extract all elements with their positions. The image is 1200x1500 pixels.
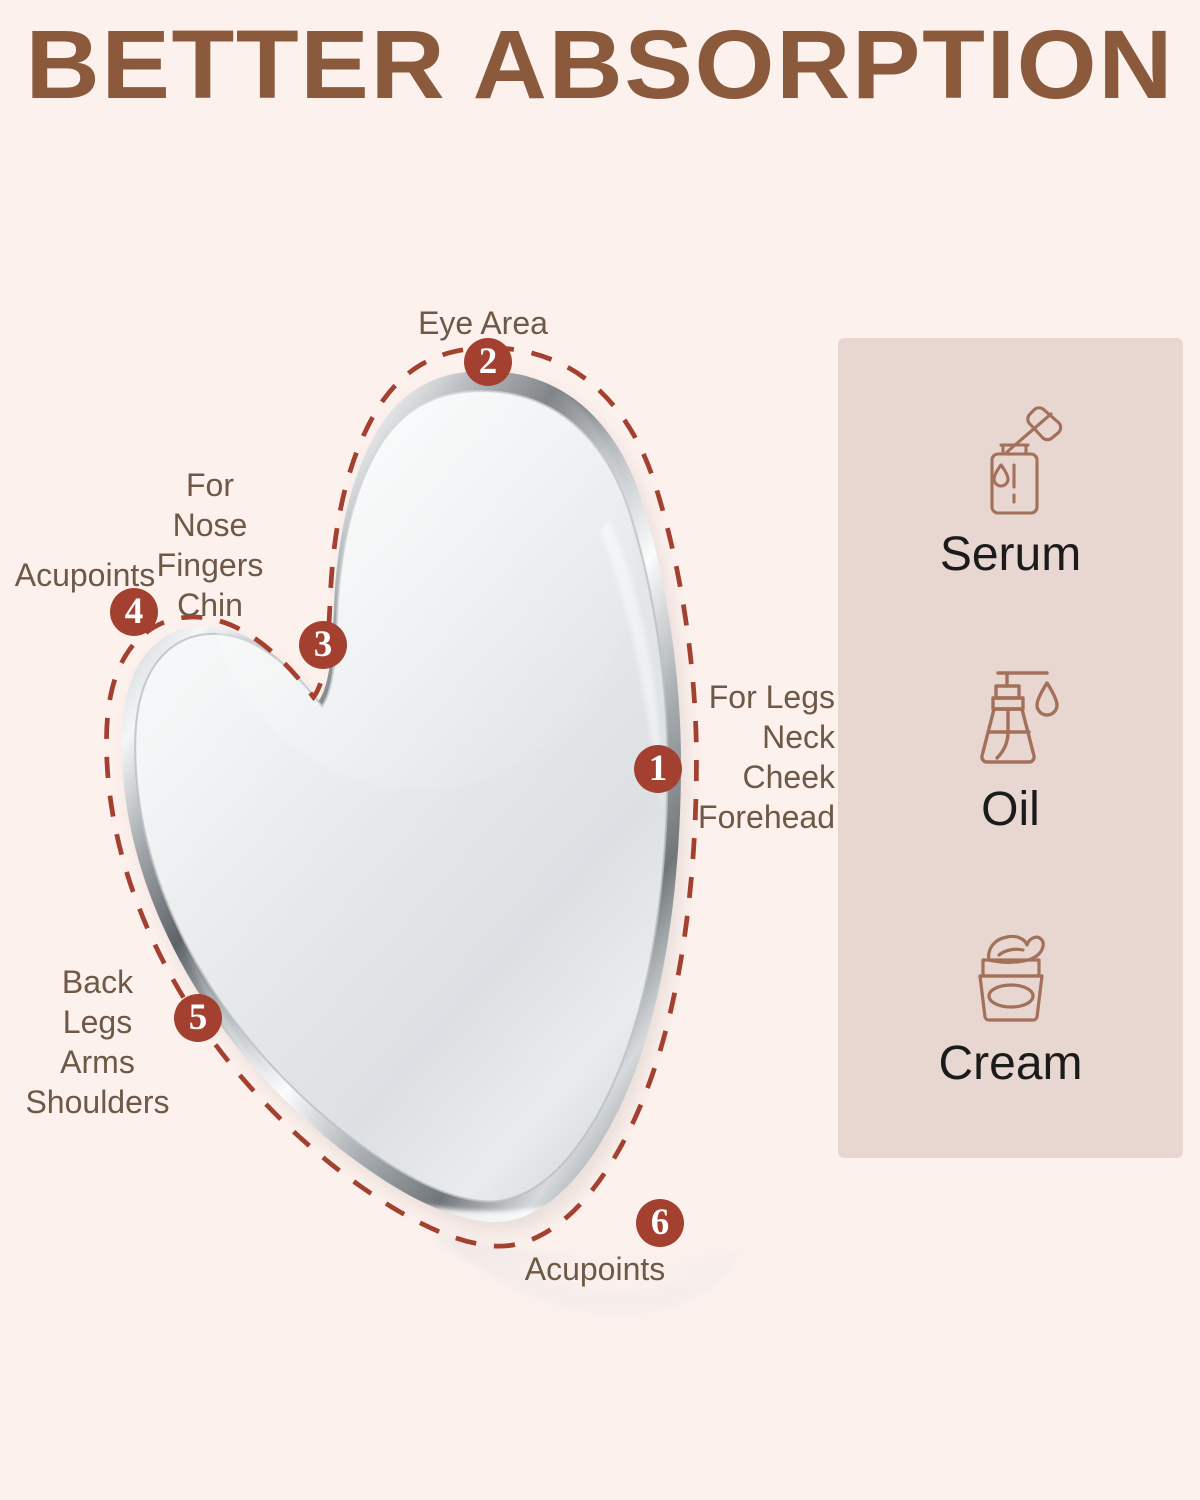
callout-line: Arms xyxy=(60,1044,135,1080)
callout-line: Eye Area xyxy=(418,305,548,341)
callout-line: Cheek xyxy=(742,759,836,795)
callout-line: For xyxy=(186,467,234,503)
marker-3: 3 xyxy=(299,621,347,669)
gua-sha-stone-illustration xyxy=(0,0,742,1314)
product-illustration-stage: Eye Area For Nose Fingers Chin Acupoints… xyxy=(0,0,835,1314)
callout-line: Back xyxy=(61,964,134,1000)
callout-back-legs-arms-shoulders: Back Legs Arms Shoulders xyxy=(0,962,195,1122)
feature-oil: Oil xyxy=(838,660,1183,837)
callout-line: Acupoints xyxy=(14,557,156,593)
callout-acupoints-left: Acupoints xyxy=(0,555,170,595)
marker-2: 2 xyxy=(464,338,512,386)
cream-jar-icon xyxy=(951,914,1071,1032)
callout-line: Shoulders xyxy=(25,1084,170,1120)
marker-6: 6 xyxy=(636,1199,684,1247)
callout-for-nose-fingers-chin: For Nose Fingers Chin xyxy=(85,465,335,625)
marker-4: 4 xyxy=(110,588,158,636)
marker-1: 1 xyxy=(634,745,682,793)
callout-line: Forehead xyxy=(698,799,835,835)
serum-dropper-bottle-icon xyxy=(951,405,1071,523)
page-title-text: BETTER ABSORPTION xyxy=(25,9,1175,119)
callout-line: Acupoints xyxy=(524,1251,666,1287)
marker-5: 5 xyxy=(174,994,222,1042)
feature-cream: Cream xyxy=(838,914,1183,1091)
stone-reflection xyxy=(430,1232,742,1314)
callout-line: Chin xyxy=(177,587,243,623)
callout-eye-area: Eye Area xyxy=(338,303,628,343)
callout-line: Nose xyxy=(172,507,248,543)
callout-line: For Legs xyxy=(708,679,835,715)
feature-label-oil: Oil xyxy=(981,782,1040,836)
callout-for-legs-neck-cheek-forehead: For Legs Neck Cheek Forehead xyxy=(620,677,835,837)
feature-serum: Serum xyxy=(838,405,1183,582)
compatible-products-panel: Serum xyxy=(838,338,1183,1158)
oil-pump-bottle-icon xyxy=(951,660,1071,778)
feature-label-cream: Cream xyxy=(938,1037,1083,1091)
feature-label-serum: Serum xyxy=(939,527,1082,581)
callout-acupoints-bottom: Acupoints xyxy=(450,1249,740,1289)
callout-line: Legs xyxy=(62,1004,133,1040)
page-title: BETTER ABSORPTION xyxy=(0,0,1200,128)
callout-line: Fingers xyxy=(156,547,264,583)
callout-line: Neck xyxy=(762,719,835,755)
